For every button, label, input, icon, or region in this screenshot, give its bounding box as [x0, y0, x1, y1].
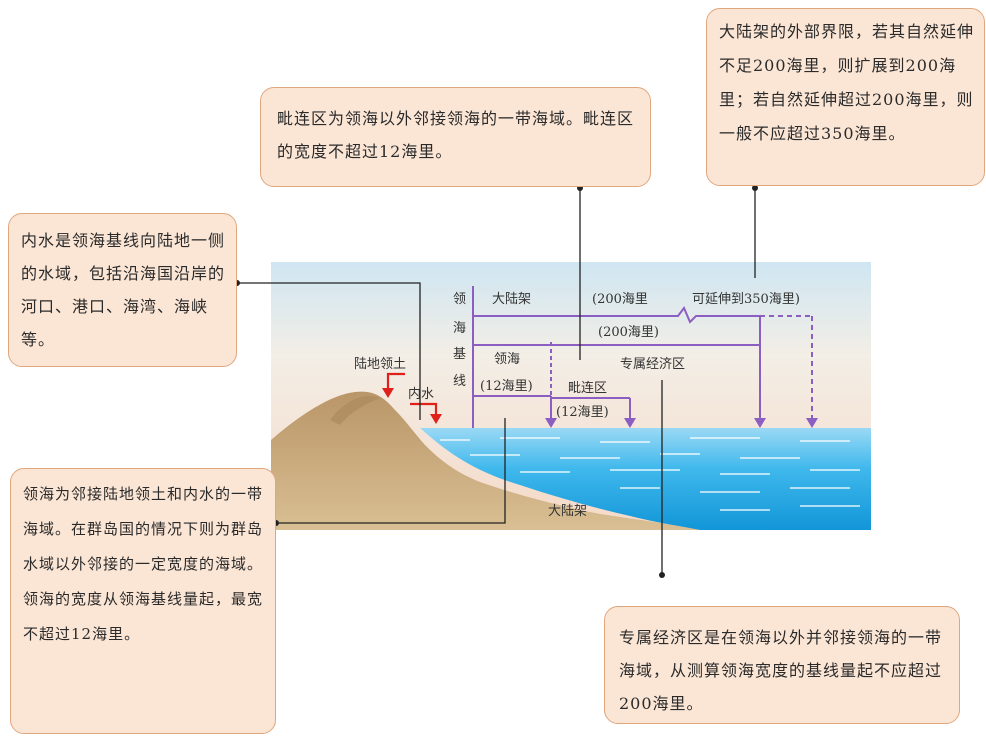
land-mass	[271, 391, 700, 530]
wave-lines	[440, 437, 860, 511]
shelf-label: 大陆架	[492, 291, 531, 307]
contiguous-zone-text: 毗连区为领海以外邻接领海的一带海域。毗连区的宽度不超过12海里。	[277, 109, 635, 161]
eez-text: 专属经济区是在领海以外并邻接领海的一带海域，从测算领海宽度的基线量起不应超过20…	[619, 628, 943, 713]
shelf-350-arrow	[806, 418, 818, 428]
eez-200-label: (200海里)	[598, 325, 659, 340]
internal-waters-text: 内水是领海基线向陆地一侧的水域，包括沿海国沿岸的河口、港口、海湾、海峡等。	[21, 231, 226, 349]
hill-highlight	[330, 396, 380, 425]
continental-shelf-text: 大陆架的外部界限，若其自然延伸不足200海里，则扩展到200海里；若自然延伸超过…	[719, 22, 975, 143]
baseline-char-2: 海	[453, 321, 466, 336]
contiguous-label: 毗连区	[568, 380, 607, 396]
continental-shelf-callout: 大陆架的外部界限，若其自然延伸不足200海里，则扩展到200海里；若自然延伸超过…	[706, 8, 985, 186]
territorial-bracket	[473, 342, 552, 420]
land-territory-arrow	[386, 372, 405, 390]
land-territory-label: 陆地领土	[354, 356, 406, 372]
contiguous-bracket	[551, 397, 631, 420]
baseline-char-4: 线	[453, 374, 466, 389]
internal-waters-arrow	[410, 402, 438, 415]
contiguous-12-label: (12海里)	[556, 405, 609, 420]
shelf-350-label: 可延伸到350海里)	[692, 292, 800, 307]
seabed-shelf-label: 大陆架	[548, 503, 587, 519]
internal-waters-callout: 内水是领海基线向陆地一侧的水域，包括沿海国沿岸的河口、港口、海湾、海峡等。	[8, 213, 237, 367]
territorial-arrow	[545, 418, 557, 428]
contiguous-arrow	[624, 418, 636, 428]
eez-callout: 专属经济区是在领海以外并邻接领海的一带海域，从测算领海宽度的基线量起不应超过20…	[604, 606, 960, 724]
shelf-bracket	[473, 306, 813, 420]
leader-lines	[237, 188, 756, 575]
internal-waters-label: 内水	[408, 386, 434, 402]
contiguous-zone-callout: 毗连区为领海以外邻接领海的一带海域。毗连区的宽度不超过12海里。	[260, 87, 651, 187]
baseline-char-3: 基	[453, 347, 466, 362]
sea-area	[420, 428, 871, 530]
territorial-sea-label: 领海	[494, 352, 520, 367]
territorial-sea-callout: 领海为邻接陆地领土和内水的一带海域。在群岛国的情况下则为群岛水域以外邻接的一定宽…	[10, 468, 276, 734]
baseline-char-1: 领	[453, 292, 466, 307]
territorial-12-label: (12海里)	[480, 379, 533, 394]
territorial-sea-text: 领海为邻接陆地领土和内水的一带海域。在群岛国的情况下则为群岛水域以外邻接的一定宽…	[23, 485, 264, 643]
shelf-200-label: (200海里	[592, 292, 648, 307]
shelf-200-arrow	[754, 418, 766, 428]
eez-label: 专属经济区	[620, 357, 685, 372]
internal-arrowhead	[430, 414, 442, 424]
land-arrowhead	[382, 388, 394, 398]
